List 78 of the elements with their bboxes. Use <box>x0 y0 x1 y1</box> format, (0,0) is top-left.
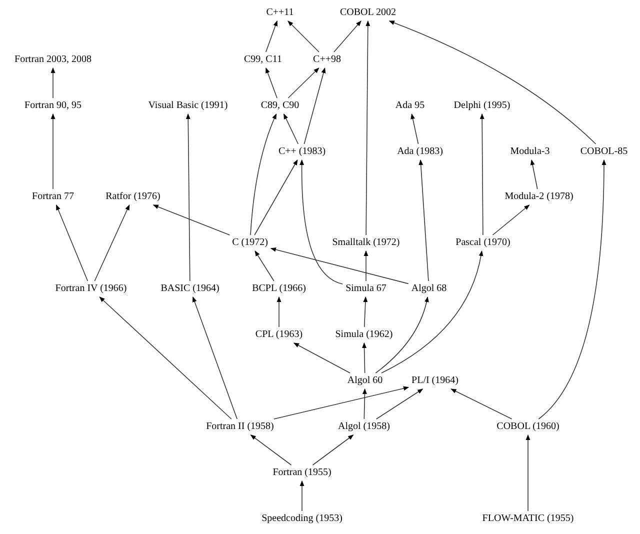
arrow <box>50 113 56 190</box>
arrow <box>300 480 304 512</box>
arrow <box>254 250 274 282</box>
arrow <box>250 434 292 466</box>
language-label: C (1972) <box>231 237 269 249</box>
language-label: FLOW-MATIC (1955) <box>481 513 575 525</box>
arrow <box>492 204 530 236</box>
arrow <box>418 159 429 282</box>
arrow <box>300 159 343 284</box>
language-label: Algol 60 <box>346 375 384 387</box>
arrow <box>192 296 238 420</box>
arrow <box>362 342 367 374</box>
arrow <box>288 68 320 98</box>
arrow <box>283 114 299 144</box>
arrow <box>410 113 419 144</box>
arrow <box>50 67 56 98</box>
language-label: Modula-2 (1978) <box>504 191 574 203</box>
language-label: Ada (1983) <box>396 146 444 158</box>
arrow <box>450 388 512 420</box>
arrow <box>376 388 424 420</box>
language-label: COBOL-85 <box>579 146 629 158</box>
arrow <box>293 342 350 374</box>
arrow <box>526 434 530 512</box>
language-label: COBOL 2002 <box>338 7 398 19</box>
arrow <box>362 388 367 420</box>
language-label: Speedcoding (1953) <box>260 513 344 525</box>
language-label: Delphi (1995) <box>452 100 512 112</box>
arrow <box>288 20 320 52</box>
language-label: Fortran (1955) <box>272 467 332 479</box>
arrow <box>266 20 278 52</box>
language-label: Ada 95 <box>394 100 426 112</box>
arrow <box>56 204 88 282</box>
arrow <box>388 20 596 144</box>
language-label: Simula 67 <box>344 283 388 295</box>
arrow <box>530 159 538 190</box>
arrow <box>381 250 484 374</box>
language-label: C89, C90 <box>260 100 300 112</box>
arrow <box>364 250 368 282</box>
language-label: PL/I (1964) <box>410 375 460 387</box>
language-label: COBOL (1960) <box>496 421 560 433</box>
arrow <box>375 296 429 374</box>
language-label: Modula-3 <box>509 146 551 158</box>
arrow <box>274 386 410 420</box>
language-label: Fortran IV (1966) <box>54 283 128 295</box>
language-label: Algol 68 <box>410 283 448 295</box>
language-label: C++ (1983) <box>277 146 327 158</box>
language-label: CPL (1963) <box>254 329 304 341</box>
arrow <box>276 296 282 328</box>
language-label: C++98 <box>312 54 342 66</box>
language-label: Fortran 77 <box>31 191 75 203</box>
language-label: C99, C11 <box>243 54 283 66</box>
arrow <box>152 204 230 236</box>
arrow <box>186 113 190 282</box>
language-label: Fortran II (1958) <box>205 421 275 433</box>
language-label: Pascal (1970) <box>454 237 512 249</box>
language-label: Visual Basic (1991) <box>147 100 229 112</box>
arrow <box>480 113 484 236</box>
language-label: BCPL (1966) <box>251 283 307 295</box>
language-label: Simula (1962) <box>334 329 394 341</box>
arrow <box>312 434 354 466</box>
arrow <box>366 20 370 236</box>
arrow <box>94 204 130 282</box>
language-label: Ratfor (1976) <box>104 191 162 203</box>
language-label: BASIC (1964) <box>160 283 220 295</box>
arrow <box>304 67 326 144</box>
language-label: Smalltalk (1972) <box>331 237 401 249</box>
language-label: Algol (1958) <box>337 421 391 433</box>
language-label: Fortran 90, 95 <box>24 100 82 112</box>
arrow <box>266 67 278 98</box>
arrow <box>99 296 232 420</box>
arrow <box>254 160 298 236</box>
arrow <box>363 296 368 328</box>
arrow <box>538 159 606 420</box>
language-label: C++11 <box>265 7 295 19</box>
language-label: Fortran 2003, 2008 <box>14 54 92 66</box>
arrow <box>334 20 362 52</box>
arrow <box>270 247 409 284</box>
arrow <box>250 113 277 236</box>
